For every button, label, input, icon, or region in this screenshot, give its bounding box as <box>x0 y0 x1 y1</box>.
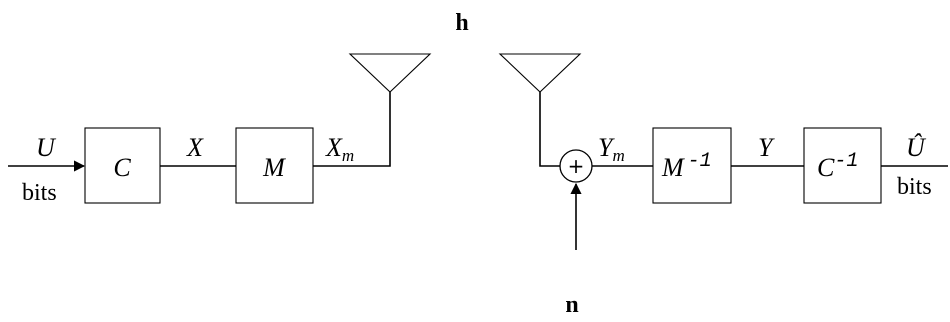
encoder-label: C <box>113 153 131 182</box>
channel-label: h <box>455 10 468 36</box>
input-symbol: U <box>36 133 57 162</box>
demodulated-signal-label: Y <box>758 133 775 162</box>
output-unit: bits <box>897 174 932 200</box>
adder-plus-icon: + <box>568 154 585 178</box>
receive-wire <box>539 92 560 167</box>
received-signal-label: Ym <box>598 133 625 165</box>
modulator-block <box>235 127 314 204</box>
modulated-signal-label: Xm <box>325 133 354 165</box>
demodulator-label: M-1 <box>661 150 712 182</box>
decoder-block <box>803 127 882 204</box>
modulator-label: M <box>262 153 286 182</box>
transmit-antenna-icon <box>348 53 432 93</box>
transmit-wire <box>313 92 391 167</box>
output-symbol: Û <box>906 133 927 162</box>
encoded-signal-label: X <box>186 133 204 162</box>
noise-label: n <box>565 292 578 318</box>
decoder-label: C-1 <box>817 150 858 182</box>
input-unit: bits <box>22 180 57 206</box>
receive-antenna-icon <box>498 53 582 93</box>
